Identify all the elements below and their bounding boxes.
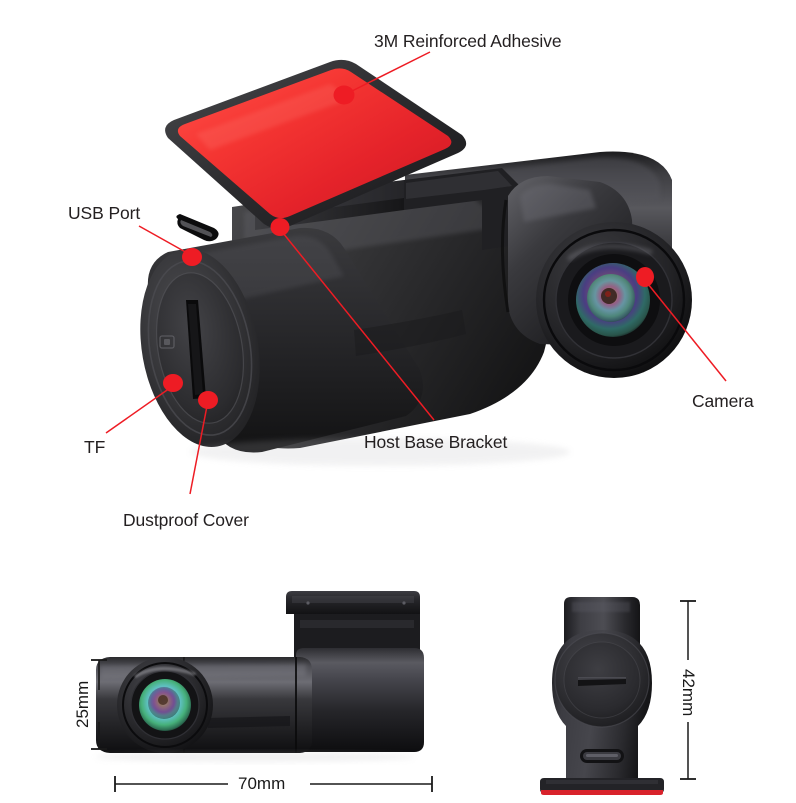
- tf-card-slot-inner: [188, 304, 203, 395]
- dimension-label-42mm: 42mm: [679, 669, 698, 717]
- callout-dot-host-base-bracket[interactable]: [270, 218, 290, 236]
- side-view-dimensions: [91, 659, 433, 792]
- lens-housing-highlight: [520, 184, 596, 222]
- side-lens-pupil: [158, 695, 168, 705]
- leader-dustproof-cover: [189, 405, 208, 495]
- front-view: [540, 597, 664, 795]
- callout-leaders: [105, 51, 727, 495]
- isometric-view: [140, 59, 692, 466]
- bracket-arm-sheen: [406, 171, 512, 199]
- front-base-sheen: [546, 780, 658, 784]
- side-barrel-groove: [208, 716, 290, 728]
- leader-tf: [105, 387, 171, 434]
- callout-dot-tf[interactable]: [163, 374, 183, 392]
- callout-label-camera: Camera: [692, 391, 754, 411]
- callout-dot-dustproof-cover[interactable]: [198, 391, 218, 409]
- callout-label-usb-port: USB Port: [68, 203, 141, 223]
- front-base-plate: [540, 778, 664, 793]
- leader-host-base-bracket: [282, 232, 435, 421]
- side-lens-specular: [134, 666, 196, 678]
- usb-port-opening: [176, 214, 219, 242]
- bracket-arm: [404, 168, 520, 250]
- housing-seam: [500, 199, 510, 313]
- front-disc-outer-ring: [554, 632, 650, 728]
- front-base-adhesive-edge: [541, 790, 663, 795]
- front-view-dimensions: [680, 600, 696, 780]
- lens-bezel-specular: [567, 243, 653, 261]
- leader-camera: [647, 283, 727, 382]
- side-view-shadow: [95, 752, 415, 762]
- leader-usb-port: [138, 225, 190, 255]
- bracket-screw-left: [306, 601, 310, 605]
- callout-dot-usb-port[interactable]: [182, 248, 202, 266]
- dimension-label-25mm: 25mm: [73, 680, 92, 728]
- front-tf-slot: [578, 678, 626, 686]
- lens-bezel-ring-1: [542, 228, 686, 372]
- callout-dot-adhesive[interactable]: [333, 85, 355, 105]
- front-tf-slot-lip: [578, 677, 626, 680]
- callout-dot-camera[interactable]: [636, 267, 654, 287]
- side-rear-body: [296, 648, 424, 752]
- sd-card-icon: [159, 335, 175, 349]
- front-neck-sheen: [572, 602, 630, 612]
- front-usb-port: [580, 749, 624, 763]
- side-bracket-arm-sheen: [300, 620, 414, 628]
- iso-shadow: [190, 438, 570, 466]
- side-bracket-plate: [286, 591, 420, 614]
- side-lens-ring-1: [122, 662, 208, 748]
- adhesive-pad-red: [177, 68, 452, 219]
- bracket-screw-right: [402, 601, 406, 605]
- callout-label-dustproof-cover: Dustproof Cover: [123, 510, 249, 530]
- front-disc-inner-ring: [563, 641, 641, 719]
- callout-label-adhesive: 3M Reinforced Adhesive: [374, 31, 562, 51]
- adhesive-pad-gloss: [196, 84, 352, 150]
- callout-label-tf: TF: [84, 437, 106, 457]
- camera-lens-glint: [605, 291, 611, 297]
- side-bracket-sheen: [292, 596, 414, 603]
- dimension-label-70mm: 70mm: [238, 774, 286, 793]
- dustproof-cover-ring: [155, 272, 245, 424]
- side-view: [95, 591, 424, 762]
- body-groove: [354, 310, 466, 356]
- leader-adhesive: [349, 51, 431, 93]
- callout-label-host-base-bracket: Host Base Bracket: [364, 432, 508, 452]
